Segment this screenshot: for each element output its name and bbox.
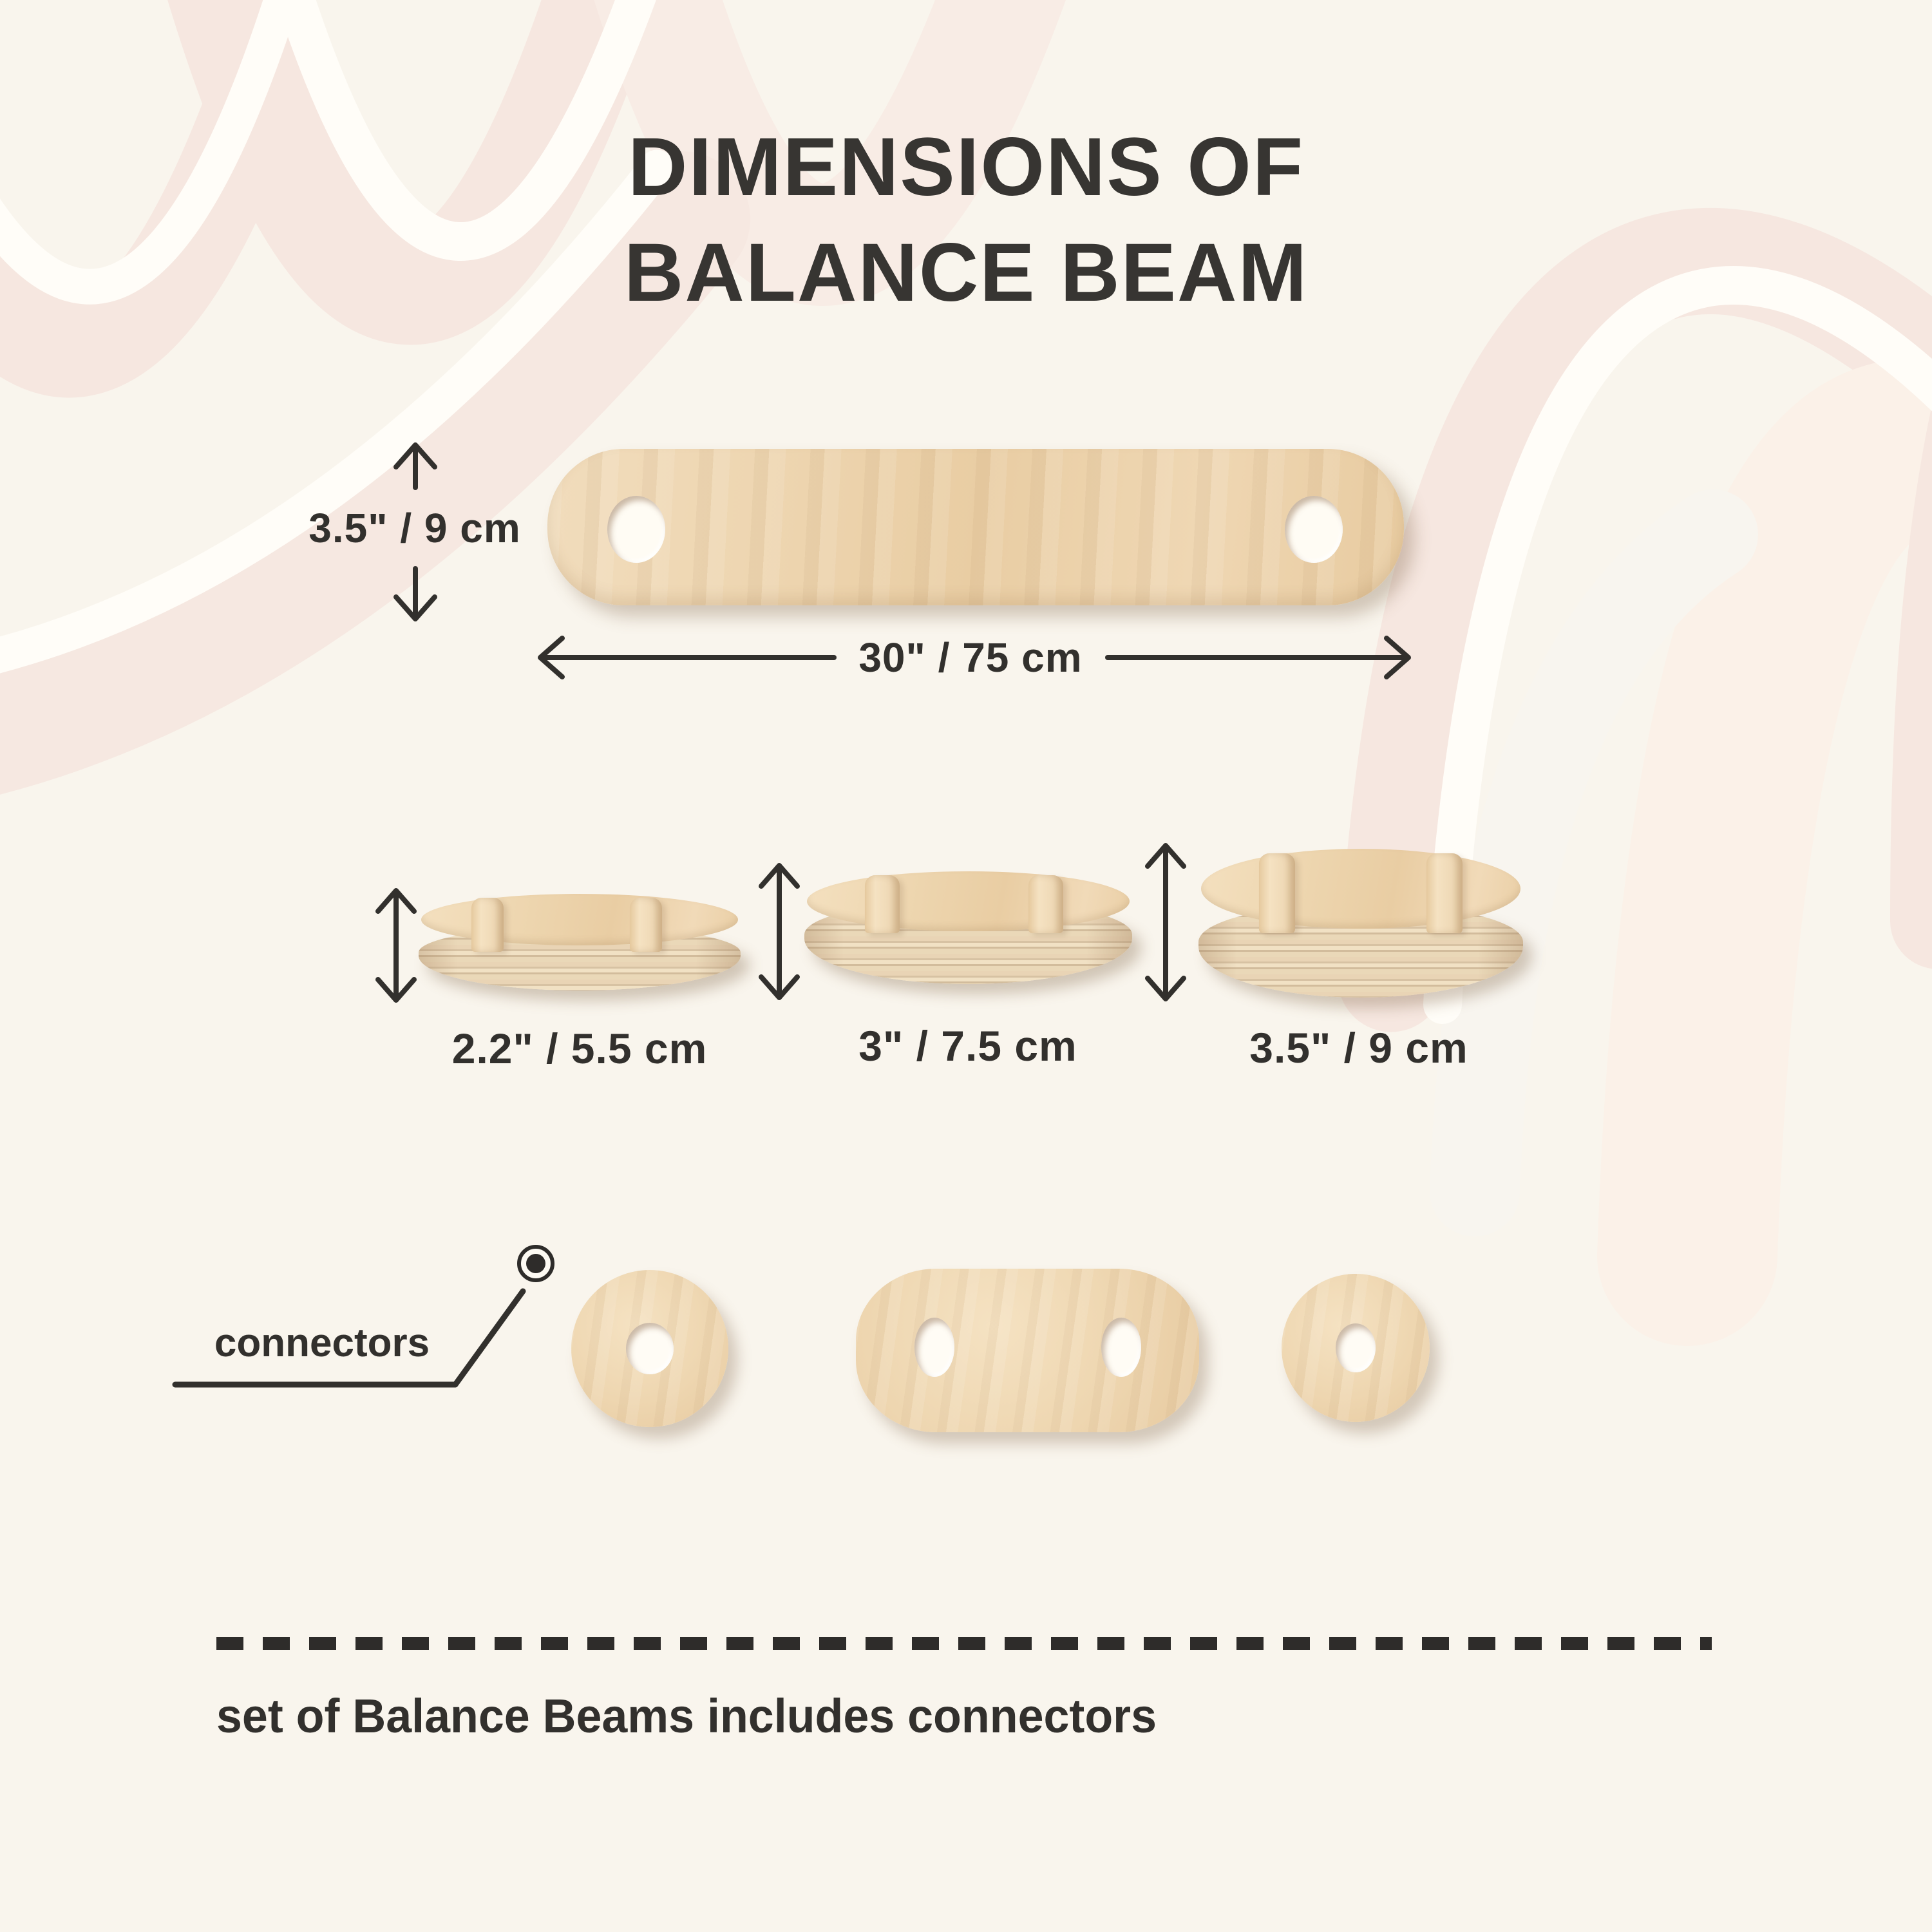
riser-height-arrow-small	[375, 888, 417, 1003]
bg-arc	[1597, 359, 1932, 1346]
riser-peg-left	[865, 875, 900, 933]
connectors-leader-line	[172, 1288, 526, 1388]
beam-hole-right	[1285, 496, 1343, 563]
riser-height-label-medium: 3" / 7.5 cm	[858, 1022, 1077, 1070]
beam-height-arrow	[393, 442, 437, 621]
connector-double	[856, 1269, 1199, 1432]
connector-disc-right	[1282, 1274, 1430, 1422]
connector-hole-left	[914, 1318, 954, 1377]
bg-arc-highlight	[0, 0, 301, 305]
connectors-callout-dot	[517, 1245, 554, 1282]
page-title: DIMENSIONS OF BALANCE BEAM	[624, 115, 1308, 326]
riser-peg-left	[471, 898, 504, 952]
beam-hole-left	[607, 496, 665, 563]
bg-arc-highlight	[275, 0, 656, 261]
connector-disc-left	[571, 1270, 728, 1427]
riser-large	[1198, 849, 1523, 998]
footer-note: set of Balance Beams includes connectors	[216, 1689, 1157, 1743]
riser-peg-right	[1028, 875, 1063, 933]
riser-height-arrow-medium	[759, 863, 800, 1000]
beam-length-arrow	[538, 636, 1411, 679]
riser-small	[419, 894, 741, 990]
connector-hole-right	[1101, 1318, 1141, 1377]
riser-top-face	[807, 871, 1130, 932]
connectors-label: connectors	[214, 1321, 430, 1365]
beam-photo	[547, 449, 1404, 605]
riser-peg-right	[630, 898, 662, 952]
beam-height-label: 3.5" / 9 cm	[308, 505, 521, 551]
bg-arc	[0, 151, 750, 795]
bg-arc	[594, 0, 1066, 306]
riser-height-label-large: 3.5" / 9 cm	[1249, 1024, 1468, 1072]
title-line-2: BALANCE BEAM	[623, 227, 1309, 319]
riser-height-arrow-large	[1145, 843, 1186, 1001]
riser-top-face	[421, 894, 738, 945]
riser-height-label-small: 2.2" / 5.5 cm	[451, 1025, 708, 1072]
connector-hole	[1336, 1323, 1376, 1372]
bg-arc-highlight	[0, 149, 675, 674]
riser-medium	[804, 871, 1132, 984]
connector-hole	[626, 1323, 674, 1374]
title-line-1: DIMENSIONS OF	[627, 121, 1305, 213]
bg-arc	[1430, 489, 1758, 1236]
riser-peg-right	[1426, 853, 1463, 933]
beam-length-label: 30" / 75 cm	[858, 634, 1083, 681]
riser-top-face	[1201, 849, 1520, 929]
bg-arc-highlight	[1423, 265, 1932, 1024]
riser-peg-left	[1259, 853, 1295, 933]
